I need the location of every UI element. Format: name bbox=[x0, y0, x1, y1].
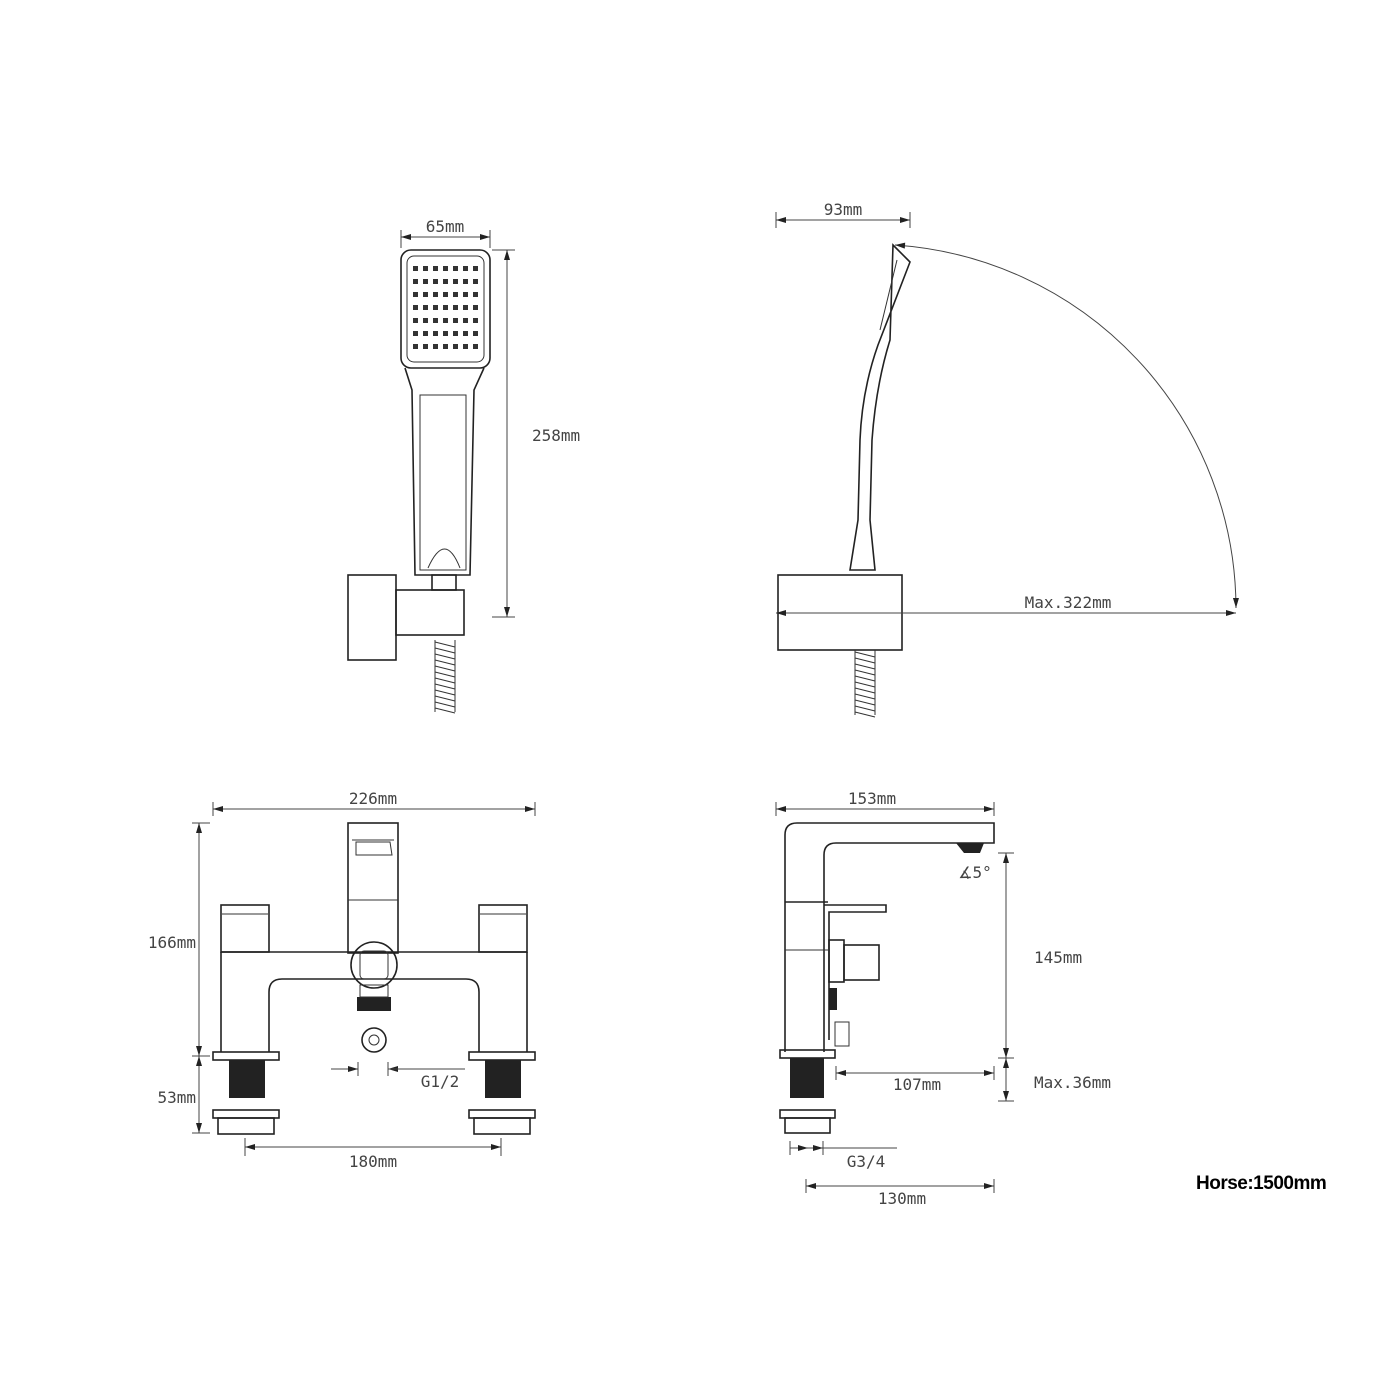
hose-coil bbox=[434, 689, 456, 696]
hose-coil bbox=[854, 651, 876, 658]
nozzle bbox=[423, 279, 428, 284]
nozzle bbox=[463, 279, 468, 284]
nozzle bbox=[473, 344, 478, 349]
nozzle bbox=[423, 318, 428, 323]
nozzle bbox=[453, 331, 458, 336]
nozzle bbox=[433, 318, 438, 323]
depth-dimension: 153mm bbox=[848, 789, 896, 808]
hose-coil bbox=[854, 675, 876, 682]
hose-coil bbox=[434, 695, 456, 702]
hose-coil bbox=[434, 683, 456, 690]
spout-angle-label: ∡5° bbox=[958, 863, 992, 882]
hose-coil bbox=[434, 659, 456, 666]
nozzle bbox=[443, 331, 448, 336]
nozzle bbox=[423, 344, 428, 349]
hose-coil bbox=[854, 669, 876, 676]
nozzle bbox=[433, 344, 438, 349]
nozzle bbox=[413, 344, 418, 349]
hose-coil bbox=[434, 665, 456, 672]
hose-coil bbox=[434, 641, 456, 648]
nozzle bbox=[413, 292, 418, 297]
nozzle bbox=[473, 292, 478, 297]
nozzle bbox=[423, 331, 428, 336]
nozzle bbox=[433, 305, 438, 310]
nozzle bbox=[433, 292, 438, 297]
height-dimension: 166mm bbox=[148, 933, 196, 952]
nozzle bbox=[473, 266, 478, 271]
centres-dimension: 180mm bbox=[349, 1152, 397, 1171]
nozzle bbox=[453, 266, 458, 271]
spout-reach-dimension: 107mm bbox=[893, 1075, 941, 1094]
nozzle bbox=[463, 292, 468, 297]
nozzle bbox=[433, 266, 438, 271]
nozzle bbox=[453, 305, 458, 310]
hose-coil bbox=[434, 653, 456, 660]
nozzle bbox=[453, 344, 458, 349]
nozzle bbox=[443, 344, 448, 349]
nozzle bbox=[443, 266, 448, 271]
hose-coil bbox=[434, 647, 456, 654]
spout-height-dimension: 145mm bbox=[1034, 948, 1082, 967]
handset-front-view: 65mm 258mm bbox=[347, 217, 580, 714]
nozzle bbox=[443, 292, 448, 297]
hose-length-note: Horse:1500mm bbox=[1196, 1173, 1326, 1194]
hose-coil bbox=[854, 705, 876, 712]
filler-front-view: 226mm 166mm 53mm G1/2 180mm bbox=[148, 789, 536, 1171]
base-depth-dimension: 130mm bbox=[878, 1189, 926, 1208]
hose bbox=[854, 651, 876, 718]
hose-coil bbox=[854, 687, 876, 694]
nozzle bbox=[413, 305, 418, 310]
hose-coil bbox=[854, 681, 876, 688]
nozzle bbox=[473, 279, 478, 284]
nozzle bbox=[463, 305, 468, 310]
nozzle bbox=[463, 344, 468, 349]
nozzle bbox=[443, 279, 448, 284]
reach-dimension: Max.322mm bbox=[1025, 593, 1112, 612]
nozzle bbox=[433, 331, 438, 336]
nozzle bbox=[413, 331, 418, 336]
spray-nozzles bbox=[413, 266, 478, 349]
hose-coil bbox=[854, 693, 876, 700]
deck-thickness-dimension: Max.36mm bbox=[1034, 1073, 1111, 1092]
nozzle bbox=[423, 266, 428, 271]
handset-side-view: 93mm Max.322mm bbox=[775, 200, 1239, 718]
nozzle bbox=[423, 292, 428, 297]
nozzle bbox=[473, 318, 478, 323]
width-dimension: 65mm bbox=[426, 217, 465, 236]
hose bbox=[434, 641, 456, 714]
outlet-thread-label: G1/2 bbox=[421, 1072, 460, 1091]
nozzle bbox=[473, 331, 478, 336]
nozzle bbox=[413, 318, 418, 323]
height-dimension: 258mm bbox=[532, 426, 580, 445]
nozzle bbox=[463, 318, 468, 323]
depth-dimension: 93mm bbox=[824, 200, 863, 219]
inlet-thread-label: G3/4 bbox=[847, 1152, 886, 1171]
hose-coil bbox=[854, 699, 876, 706]
hose-coil bbox=[854, 711, 876, 718]
nozzle bbox=[453, 318, 458, 323]
nozzle bbox=[443, 318, 448, 323]
nozzle bbox=[473, 305, 478, 310]
nozzle bbox=[453, 292, 458, 297]
hose-coil bbox=[854, 657, 876, 664]
nozzle bbox=[413, 279, 418, 284]
width-dimension: 226mm bbox=[349, 789, 397, 808]
hose-coil bbox=[434, 707, 456, 714]
nozzle bbox=[423, 305, 428, 310]
nozzle bbox=[463, 266, 468, 271]
hose-coil bbox=[434, 677, 456, 684]
nozzle bbox=[413, 266, 418, 271]
hose-coil bbox=[854, 663, 876, 670]
nozzle bbox=[453, 279, 458, 284]
thread-dimension: 53mm bbox=[157, 1088, 196, 1107]
nozzle bbox=[443, 305, 448, 310]
hose-coil bbox=[434, 701, 456, 708]
nozzle bbox=[463, 331, 468, 336]
filler-side-view: 153mm ∡5° 145mm Max.36mm 107mm G3/4 130m… bbox=[775, 789, 1111, 1208]
nozzle bbox=[433, 279, 438, 284]
hose-coil bbox=[434, 671, 456, 678]
